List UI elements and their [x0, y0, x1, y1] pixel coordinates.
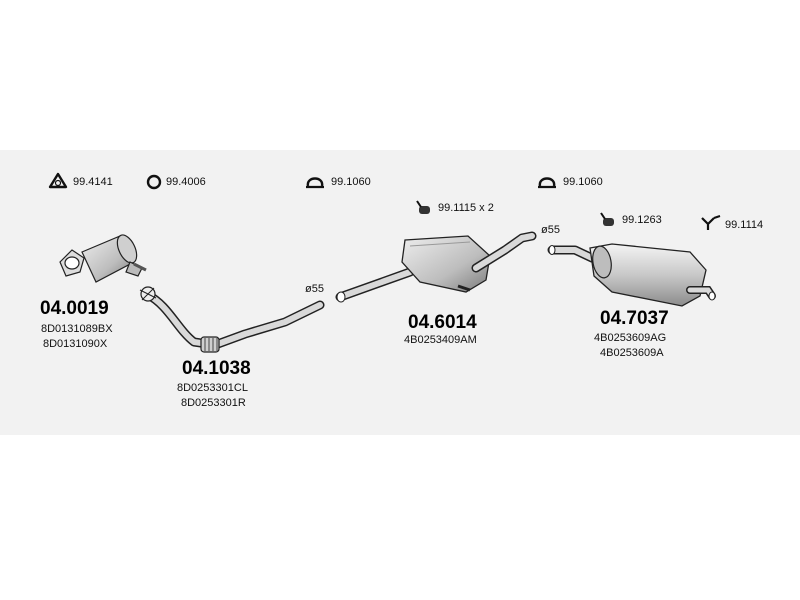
part-number: 04.0019 [40, 298, 109, 319]
diameter-label: ø55 [541, 224, 560, 236]
oem-reference: 8D0253301R [181, 397, 246, 409]
bracket-icon [701, 215, 721, 230]
diameter-label: ø55 [305, 283, 324, 295]
rubber-hanger-icon [416, 200, 430, 214]
rear-silencer-drawing [547, 243, 716, 307]
part-number: 04.6014 [408, 312, 477, 333]
part-number: 04.1038 [182, 358, 251, 379]
accessory-code: 99.1060 [331, 176, 371, 188]
accessory-code: 99.4141 [73, 176, 113, 188]
clamp-icon [538, 177, 556, 189]
middle-silencer-drawing [335, 231, 537, 303]
accessory-code: 99.1115 x 2 [438, 202, 494, 214]
accessory-code: 99.1114 [725, 219, 764, 231]
oem-reference: 4B0253409AM [404, 334, 477, 346]
clamp-icon [306, 177, 324, 189]
part-number: 04.7037 [600, 308, 669, 329]
rubber-hanger-icon [600, 212, 614, 226]
accessory-code: 99.1060 [563, 176, 603, 188]
oem-reference: 4B0253609AG [594, 332, 667, 344]
accessory-code: 99.4006 [166, 176, 206, 188]
round-gasket-icon [146, 174, 162, 190]
oem-reference: 8D0131090X [43, 338, 108, 350]
oem-reference: 4B0253609A [600, 347, 664, 359]
oem-reference: 8D0253301CL [177, 382, 248, 394]
catalytic-converter-drawing [59, 234, 147, 283]
accessory-code: 99.1263 [622, 214, 662, 226]
front-pipe-drawing [139, 286, 325, 353]
triangle-gasket-icon [48, 172, 68, 189]
oem-reference: 8D0131089BX [41, 323, 113, 335]
